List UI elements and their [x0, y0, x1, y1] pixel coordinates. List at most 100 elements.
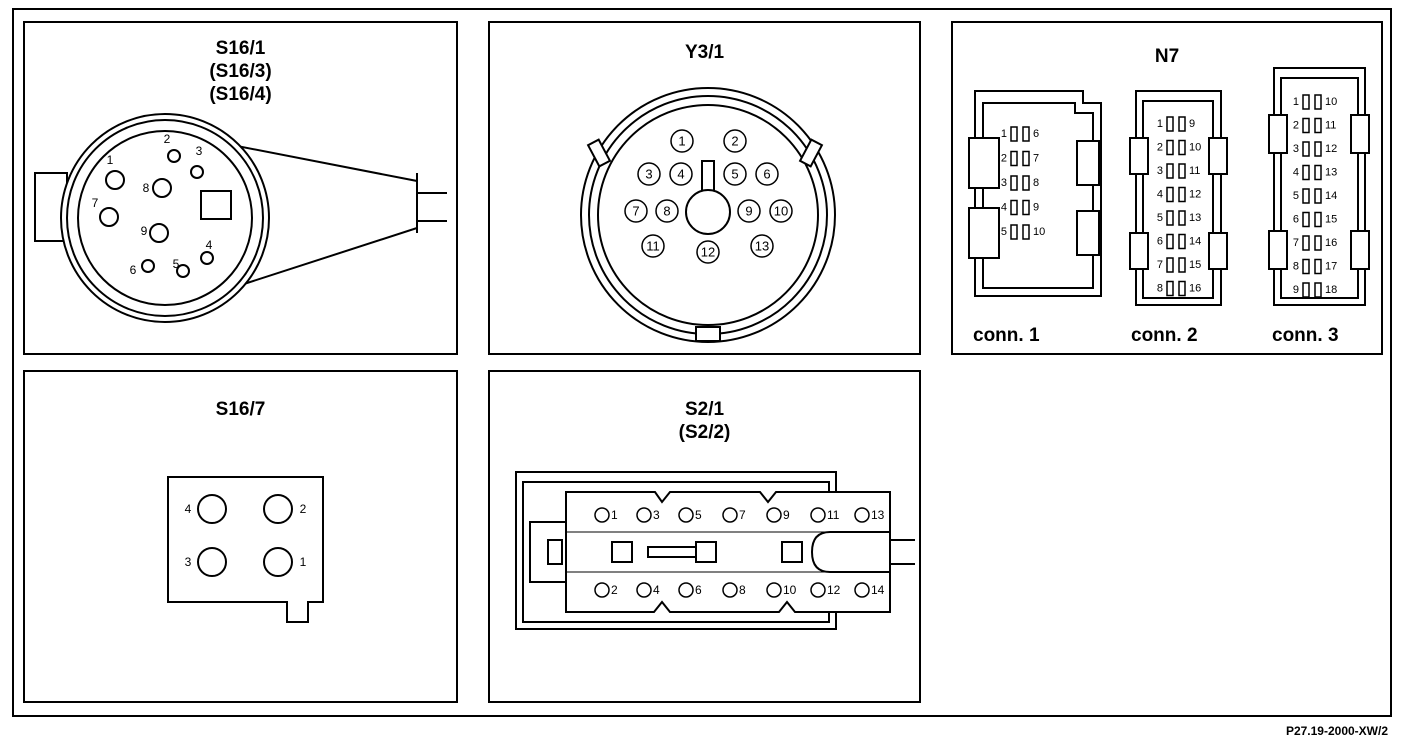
- n7-conn-3-pin-label: 18: [1325, 284, 1337, 296]
- n7-conn-1-pin-label: 3: [1001, 177, 1007, 189]
- y3-1-pin: [769, 199, 793, 223]
- s2-1-pin: [722, 507, 738, 523]
- s2-1-title-line-1: S2/1: [684, 399, 725, 420]
- n7-conn-3-terminal: [1302, 211, 1310, 228]
- s2-1-pin: [766, 507, 782, 523]
- n7-conn-3-pin-label: 4: [1293, 167, 1299, 179]
- n7-conn-2-terminal: [1178, 280, 1186, 297]
- n7-conn-1-pin-label: 9: [1033, 202, 1039, 214]
- n7-conn-2-pin-label: 12: [1189, 189, 1201, 201]
- s2-1-pin: [636, 507, 652, 523]
- s2-1-pin-label: 11: [827, 508, 840, 522]
- y3-1-pin-label: 3: [645, 167, 652, 182]
- n7-conn-2-pin-label: 8: [1157, 283, 1163, 295]
- y3-1-pin-label: 7: [632, 204, 639, 219]
- s2-1-pin-label: 7: [739, 508, 746, 522]
- n7-conn-3-pin-label: 15: [1325, 214, 1337, 226]
- s16-1-pin-contact: [149, 223, 169, 243]
- n7-conn-2-terminal: [1166, 163, 1174, 179]
- y3-1-pin: [670, 129, 694, 153]
- n7-conn-3-pin-label: 16: [1325, 237, 1337, 249]
- y3-1-pin: [696, 240, 720, 264]
- n7-conn-1-pin-label: 2: [1001, 153, 1007, 165]
- n7-conn-2-pin-label: 6: [1157, 236, 1163, 248]
- n7-conn-1-pin-label: 4: [1001, 202, 1007, 214]
- s2-1-pin-label: 14: [871, 583, 885, 597]
- y3-1-pin: [737, 199, 761, 223]
- n7-conn-3-terminal: [1314, 94, 1322, 110]
- n7-conn-2-terminal: [1178, 186, 1186, 203]
- n7-conn-1-terminal: [1010, 175, 1018, 191]
- n7-conn-3-pin-label: 3: [1293, 143, 1299, 155]
- n7-conn-1-pin-label: 1: [1001, 128, 1007, 140]
- n7-conn-2-terminal: [1166, 186, 1174, 203]
- s16-1-pin-label: 9: [141, 224, 148, 238]
- n7-conn-2-pin-label: 7: [1157, 259, 1163, 271]
- n7-conn-2-pin-label: 3: [1157, 165, 1163, 177]
- s2-1-pin: [722, 582, 738, 598]
- s16-7-pin-label: 1: [300, 555, 307, 569]
- n7-conn-1-terminal: [1022, 175, 1030, 191]
- s16-7-pin-label: 2: [300, 502, 307, 516]
- s2-1-pin: [594, 582, 610, 598]
- s2-1-pin-label: 5: [695, 508, 702, 522]
- n7-conn-1-pin-label: 7: [1033, 153, 1039, 165]
- n7-conn-2-pin-label: 4: [1157, 189, 1163, 201]
- n7-conn-3-terminal: [1314, 282, 1322, 298]
- n7-conn-2-label: conn. 2: [1131, 325, 1198, 346]
- n7-conn-3-terminal: [1302, 164, 1310, 181]
- s2-1-pin-label: 10: [783, 583, 797, 597]
- n7-conn-3-terminal: [1302, 94, 1310, 110]
- s16-1-title: S16/1 (S16/3) (S16/4): [25, 37, 456, 106]
- n7-conn-2-terminal: [1166, 257, 1174, 273]
- n7-conn-3-terminal: [1314, 117, 1322, 134]
- n7-conn-3-terminal: [1302, 188, 1310, 204]
- n7-conn-1-terminal: [1022, 224, 1030, 240]
- n7-conn-3-pin-label: 2: [1293, 120, 1299, 132]
- n7-conn-2-terminal: [1166, 233, 1174, 250]
- n7-conn-2-pin-label: 16: [1189, 283, 1201, 295]
- s16-7-title: S16/7: [215, 399, 266, 420]
- n7-conn-1-terminal: [1022, 126, 1030, 142]
- s16-1-pin-label: 8: [143, 181, 150, 195]
- n7-conn-2-terminal: [1166, 280, 1174, 297]
- n7-conn-3-pin-label: 12: [1325, 143, 1337, 155]
- n7-conn-1-pin-label: 8: [1033, 177, 1039, 189]
- s2-1-pin-label: 9: [783, 508, 790, 522]
- n7-conn-3-pin-label: 5: [1293, 190, 1299, 202]
- n7-conn-2-terminal: [1166, 210, 1174, 226]
- y3-1-pin: [641, 234, 665, 258]
- y3-1-pin-label: 12: [701, 245, 715, 260]
- n7-conn-2-terminal: [1178, 210, 1186, 226]
- s2-1-pin: [810, 507, 826, 523]
- n7-conn-2-terminal: [1178, 233, 1186, 250]
- s2-1-pin: [678, 507, 694, 523]
- s16-1-title-line-1: S16/1: [215, 38, 266, 59]
- n7-conn-3-terminal: [1314, 211, 1322, 228]
- n7-conn-3-terminal: [1302, 282, 1310, 298]
- y3-1-pin-label: 5: [731, 167, 738, 182]
- n7-conn-2-pin-label: 2: [1157, 142, 1163, 154]
- n7-conn-1-pin-label: 6: [1033, 128, 1039, 140]
- n7-conn-2-pin-label: 15: [1189, 259, 1201, 271]
- s2-1-pin-label: 2: [611, 583, 618, 597]
- s16-1-pin-contact: [200, 251, 214, 265]
- s2-1-pin-label: 8: [739, 583, 746, 597]
- s16-1-pin-label: 2: [164, 132, 171, 146]
- n7-conn-2-pin-label: 11: [1189, 165, 1200, 177]
- s16-7-pin: [263, 494, 293, 524]
- y3-1-pin: [750, 234, 774, 258]
- s2-1-title-line-2: (S2/2): [678, 422, 731, 443]
- y3-1-pin-label: 8: [663, 204, 670, 219]
- n7-conn-1-pin-label: 5: [1001, 226, 1007, 238]
- s2-1-pin: [810, 582, 826, 598]
- n7-conn-2-pin-label: 14: [1189, 236, 1201, 248]
- s16-1-pin-contact: [99, 207, 119, 227]
- s16-1-pin-label: 4: [206, 238, 213, 252]
- n7-conn-1-terminal: [1022, 150, 1030, 167]
